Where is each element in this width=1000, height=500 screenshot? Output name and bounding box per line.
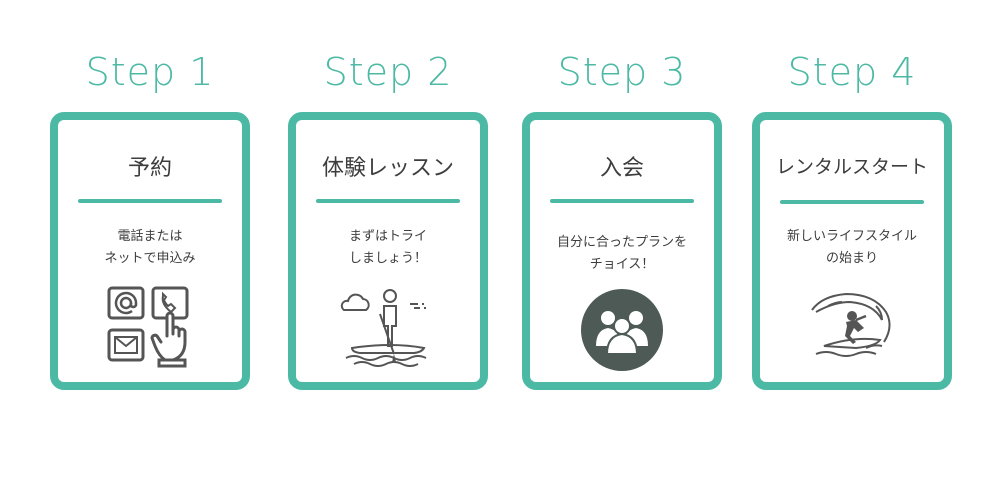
divider <box>550 199 694 203</box>
group-svg <box>581 289 663 371</box>
desc-line: チョイス！ <box>589 257 655 272</box>
wind-icon <box>410 303 426 309</box>
desc-line: の始まり <box>825 251 878 266</box>
desc-line: ネットで申込み <box>104 251 196 266</box>
card-description: 新しいライフスタイル の始まり <box>760 226 944 270</box>
paddleboard-icon <box>296 284 480 372</box>
card-title: レンタルスタート <box>775 156 928 178</box>
step-title: Step 1 <box>85 50 215 94</box>
step-3: Step 3 入会 自分に合ったプランを チョイス！ <box>522 0 722 400</box>
step-4: Step 4 レンタルスタート 新しいライフスタイル の始まり <box>752 0 952 400</box>
hand-pointer-icon <box>150 311 187 368</box>
step-card: レンタルスタート 新しいライフスタイル の始まり <box>752 112 952 390</box>
surfer-svg <box>811 292 891 357</box>
email-at-icon <box>107 286 145 320</box>
contact-icons-svg <box>107 286 189 368</box>
board <box>350 344 426 354</box>
step-title: Step 2 <box>323 50 453 94</box>
divider <box>316 199 460 203</box>
step-2: Step 2 体験レッスン まずはトライ しましょう！ <box>288 0 488 400</box>
step-card: 予約 電話または ネットで申込み <box>50 112 250 390</box>
water-lines <box>345 355 427 361</box>
card-title: 入会 <box>599 156 644 181</box>
card-title: 体験レッスン <box>321 156 454 181</box>
surfer-icon <box>760 288 944 360</box>
group-icon <box>530 288 714 372</box>
card-title: 予約 <box>127 156 172 181</box>
step-1: Step 1 予約 電話または ネットで申込み <box>50 0 250 400</box>
card-description: 自分に合ったプランを チョイス！ <box>530 232 714 276</box>
paddleboard-svg <box>340 289 427 367</box>
step-card: 入会 自分に合ったプランを チョイス！ <box>522 112 722 390</box>
desc-line: 自分に合ったプランを <box>556 235 687 250</box>
cloud-icon <box>340 293 370 311</box>
envelope-icon <box>107 328 145 362</box>
divider <box>780 200 924 204</box>
contact-icons <box>58 286 242 370</box>
desc-line: しましょう！ <box>348 251 427 266</box>
card-description: 電話または ネットで申込み <box>58 226 242 270</box>
desc-line: 新しいライフスタイル <box>786 229 917 244</box>
step-card: 体験レッスン まずはトライ しましょう！ <box>288 112 488 390</box>
desc-line: まずはトライ <box>348 229 427 244</box>
card-description: まずはトライ しましょう！ <box>296 226 480 270</box>
step-title: Step 3 <box>557 50 687 94</box>
person-head <box>383 289 397 303</box>
paddle <box>379 313 395 355</box>
step-title: Step 4 <box>787 50 917 94</box>
divider <box>78 199 222 203</box>
desc-line: 電話または <box>117 229 183 244</box>
